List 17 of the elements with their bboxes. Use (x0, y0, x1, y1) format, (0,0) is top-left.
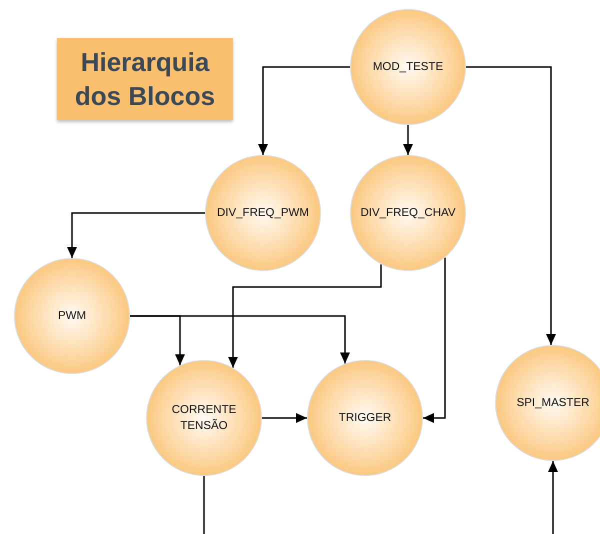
block-label: SPI_MASTER (516, 396, 590, 411)
block-label: DIV_FREQ_PWM (216, 206, 310, 221)
block-label: MOD_TESTE (372, 60, 444, 75)
arrow (262, 413, 307, 423)
block-label: CORRENTE TENSÃO (170, 403, 238, 434)
arrow (130, 315, 350, 364)
block-label: TRIGGER (338, 411, 392, 426)
arrow (548, 461, 558, 534)
arrow (423, 258, 446, 423)
arrow (403, 125, 413, 155)
arrow (67, 212, 205, 258)
title-banner: Hierarquia dos Blocos (57, 38, 233, 120)
arrow (258, 66, 350, 155)
block-label: DIV_FREQ_CHAV (359, 206, 456, 221)
arrow (466, 66, 556, 346)
block-label: PWM (56, 309, 88, 324)
arrow (228, 264, 382, 368)
